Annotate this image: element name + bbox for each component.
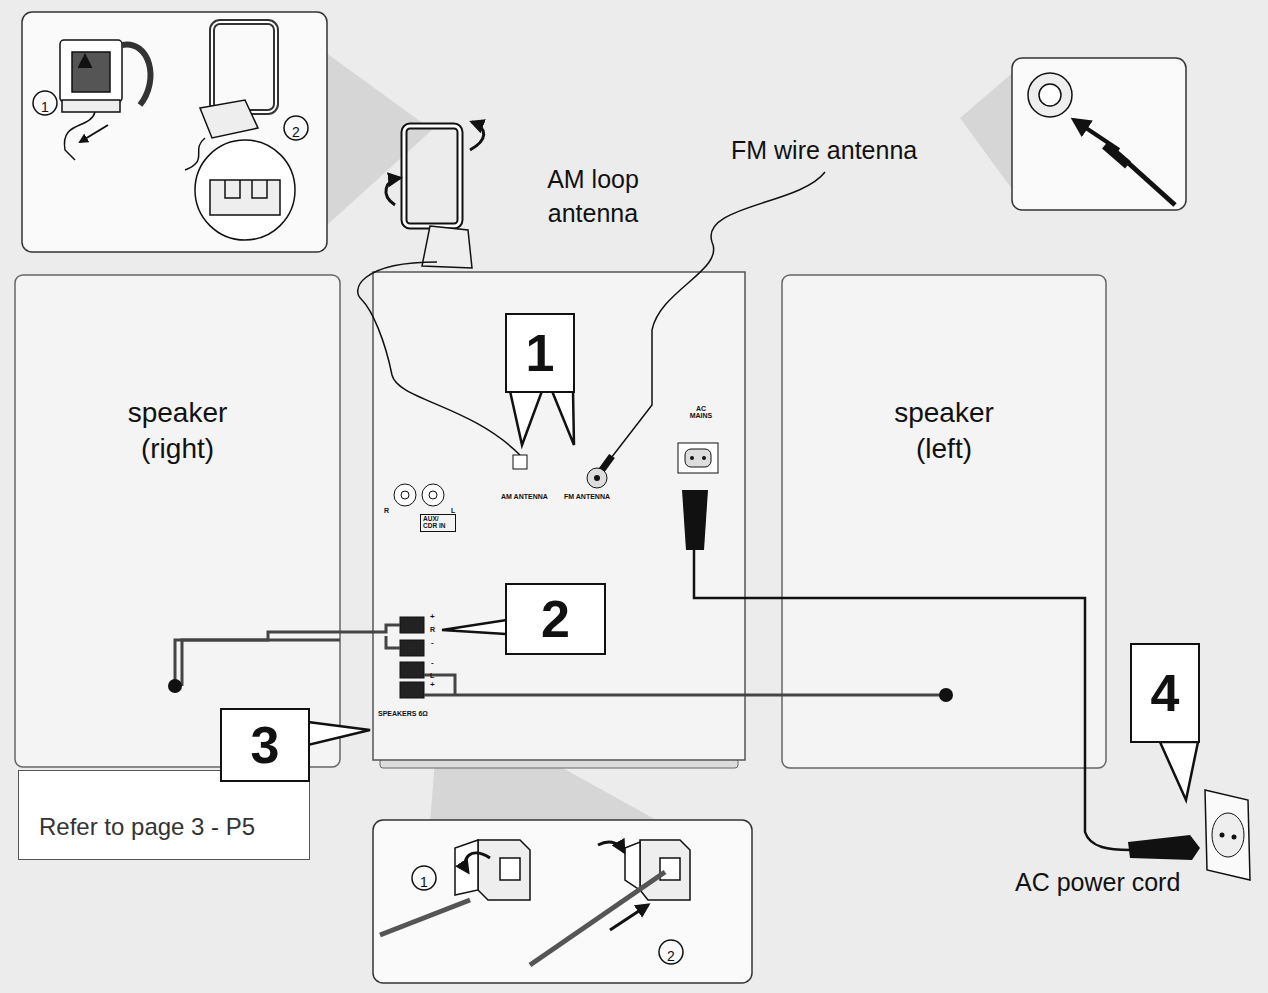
callout-number: 1	[522, 323, 559, 383]
fm-socket-detail	[1028, 73, 1175, 205]
polarity-mark: +	[430, 613, 435, 621]
callout-number: 4	[1147, 663, 1184, 723]
ac-mains-socket	[678, 443, 718, 550]
main-unit	[373, 272, 745, 760]
main-unit-panel: AUX/ CDR IN AM ANTENNA FM ANTENNA AC MAINS S…	[373, 272, 745, 760]
am-loop-antenna	[358, 122, 520, 455]
channel-mark: R	[430, 626, 435, 633]
speaker-box: speaker (right)	[15, 275, 340, 767]
part-label: AM loop antenna	[528, 163, 658, 231]
fm-socket	[587, 468, 607, 488]
box-text: speaker (left)	[874, 395, 1014, 468]
inset-panel	[22, 12, 327, 252]
speaker-box: speaker (left)	[782, 275, 1106, 768]
box-text: speaker (right)	[108, 395, 248, 468]
wire-end-dot	[939, 688, 953, 702]
callout-number: 2	[537, 589, 574, 649]
channel-mark: L	[430, 672, 434, 679]
inset-panel	[373, 820, 752, 983]
step-number: 2	[660, 945, 682, 967]
callout-number: 4	[1130, 643, 1200, 743]
panel-marking: AM ANTENNA	[501, 493, 548, 500]
callout-tail	[308, 391, 1198, 800]
speaker-cabinet	[15, 275, 340, 767]
panel-marking: FM ANTENNA	[564, 493, 610, 500]
channel-mark: R	[384, 507, 389, 514]
channel-mark: L	[451, 507, 455, 514]
callout-number: 3	[220, 708, 310, 782]
polarity-mark: -	[431, 639, 434, 647]
callout-number: 3	[247, 715, 284, 775]
step-number: 2	[285, 121, 307, 143]
speaker-wire	[745, 694, 782, 697]
aux-jacks	[394, 484, 444, 506]
inset-panel	[1012, 58, 1186, 210]
part-label: AC power cord	[1015, 870, 1180, 895]
step-number: 1	[413, 871, 435, 893]
callout-number: 1	[505, 313, 575, 393]
part-label: FM wire antenna	[731, 138, 917, 163]
am-socket	[513, 455, 527, 469]
panel-marking: AUX/ CDR IN	[420, 514, 456, 532]
callout-number: 2	[505, 583, 606, 655]
wire-end-dot	[168, 679, 182, 693]
step-number: 1	[34, 96, 56, 118]
note-box: Refer to page 3 - P5	[18, 770, 310, 860]
polarity-mark: +	[430, 681, 435, 689]
panel-marking: AC MAINS	[684, 405, 718, 420]
polarity-mark: -	[431, 659, 434, 667]
box-text: Refer to page 3 - P5	[39, 813, 255, 841]
ac-power-cord	[694, 550, 1130, 850]
speaker-terminals	[400, 617, 424, 698]
terminal-detail	[380, 840, 690, 965]
am-antenna-assembly	[33, 22, 308, 240]
speaker-cabinet	[782, 275, 1106, 768]
panel-marking: SPEAKERS 6Ω	[378, 710, 428, 717]
speaker-wire	[340, 631, 373, 634]
wall-outlet	[1128, 790, 1250, 880]
